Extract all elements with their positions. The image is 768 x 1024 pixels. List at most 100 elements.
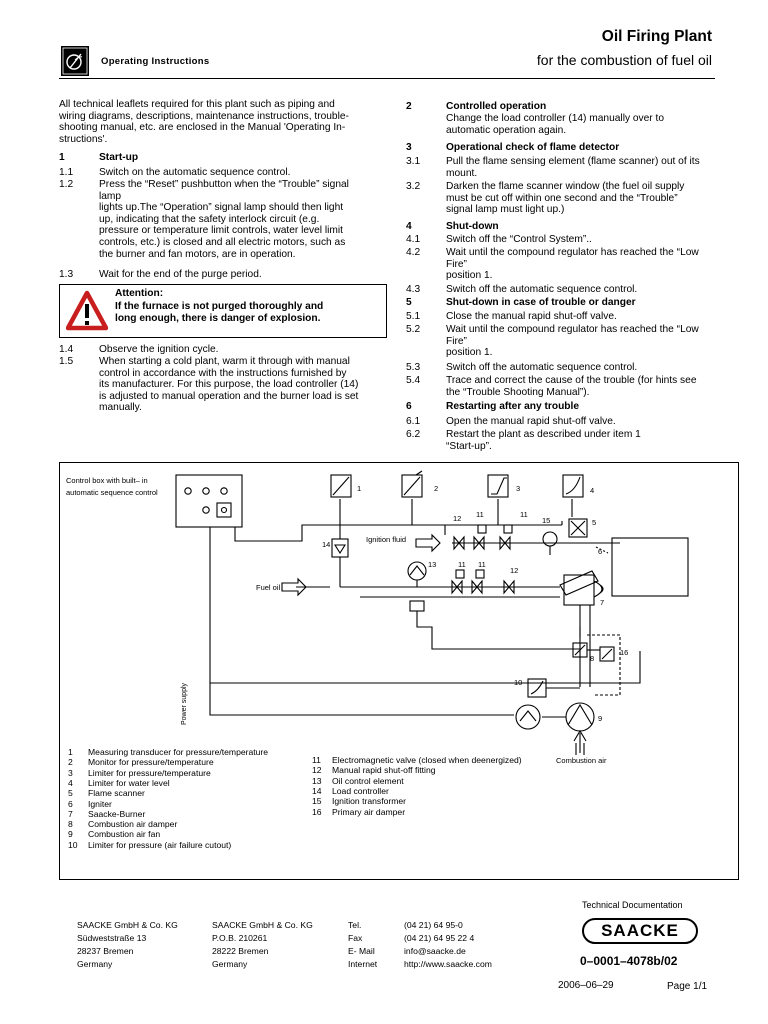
label-11: 11 (458, 560, 466, 569)
section-number: 4 (406, 221, 412, 232)
footer-line[interactable]: info@saacke.de (404, 946, 466, 956)
section-number: 2 (406, 101, 412, 112)
section-title: Shut-down in case of trouble or danger (446, 297, 636, 308)
item-number: 1.4 (59, 344, 74, 355)
item-line: signal lamp must light up.) (446, 204, 565, 216)
plant-schematic: Control box with built– in automatic seq… (66, 470, 689, 765)
label-2: 2 (434, 484, 438, 493)
label-13: 13 (428, 560, 436, 569)
warning-triangle-icon (65, 290, 109, 332)
intro-line: structions'. (59, 133, 108, 145)
attention-line: If the furnace is not purged thoroughly … (115, 301, 324, 312)
footer-line: Internet (348, 959, 378, 969)
item-line: Switch off the “Control System”.. (446, 234, 592, 245)
item-number: 3.1 (406, 156, 421, 167)
ignition-fluid-label: Ignition fluid (366, 535, 406, 544)
footer-line: SAACKE GmbH & Co. KG (212, 920, 313, 930)
label-11: 11 (476, 510, 484, 519)
label-15: 15 (542, 516, 550, 525)
item-line: up, indicating that the safety interlock… (99, 213, 320, 225)
item-line: Fire” (446, 335, 467, 347)
right-column: 2 Controlled operation Change the load c… (406, 101, 726, 453)
saacke-flame-logo-icon (61, 46, 89, 76)
item-line: its manufacturer. For this purpose, the … (99, 379, 359, 391)
attention-line: long enough, there is danger of explosio… (115, 313, 321, 324)
item-number: 5.3 (406, 362, 421, 373)
page-title: Oil Firing Plant (601, 28, 712, 45)
section-title: Start-up (99, 152, 139, 163)
item-line: position 1. (446, 270, 493, 282)
item-number: 3.2 (406, 181, 421, 192)
section-number: 1 (59, 152, 65, 163)
control-box-label: Control box with built– in (66, 476, 148, 485)
label-16: 16 (620, 648, 628, 657)
section-label: Operating Instructions (101, 56, 210, 67)
page-subtitle: for the combustion of fuel oil (536, 52, 712, 68)
saacke-logo-text: SAACKE (601, 921, 679, 940)
label-9: 9 (598, 714, 602, 723)
item-line: mount. (446, 167, 478, 179)
section-number: 5 (406, 297, 412, 308)
item-line: Switch off the automatic sequence contro… (446, 284, 638, 295)
combustion-air-label: Combustion air (556, 756, 607, 765)
section-number: 6 (406, 401, 412, 412)
item-line: Observe the ignition cycle. (99, 344, 219, 355)
label-12: 12 (453, 514, 461, 523)
item-number: 6.2 (406, 429, 421, 440)
document-date: 2006–06–29 (558, 980, 614, 991)
footer-line: 28222 Bremen (212, 946, 269, 956)
attention-box: Attention: If the furnace is not purged … (59, 284, 387, 338)
header-rule (59, 78, 715, 79)
footer-col-postal: SAACKE GmbH & Co. KG P.O.B. 210261 28222… (212, 919, 313, 971)
technical-documentation-label: Technical Documentation (582, 900, 683, 910)
item-line: Darken the flame scanner window (the fue… (446, 181, 685, 192)
item-line: manually. (99, 402, 142, 414)
item-line: is adjusted to manual operation and the … (99, 390, 359, 402)
intro-line: shooting manual, etc. are enclosed in th… (59, 122, 346, 134)
item-number: 4.3 (406, 284, 421, 295)
header: Operating Instructions Oil Firing Plant … (0, 0, 768, 90)
item-number: 5.2 (406, 324, 421, 335)
item-line: Pull the flame sensing element (flame sc… (446, 156, 700, 167)
item-line: Restart the plant as described under ite… (446, 429, 641, 440)
section-title: Shut-down (446, 221, 499, 232)
item-line: Open the manual rapid shut-off valve. (446, 416, 616, 427)
item-number: 4.2 (406, 247, 421, 258)
label-1: 1 (357, 484, 361, 493)
item-line: position 1. (446, 347, 493, 359)
item-line: lamp (99, 190, 122, 202)
item-number: 5.1 (406, 311, 421, 322)
label-4: 4 (590, 486, 594, 495)
footer-line: P.O.B. 210261 (212, 933, 268, 943)
item-line: Wait until the compound regulator has re… (446, 247, 699, 258)
section-title: Operational check of flame detector (446, 142, 620, 153)
label-12: 12 (510, 566, 518, 575)
item-line: automatic operation again. (446, 124, 567, 136)
footer-line[interactable]: http://www.saacke.com (404, 959, 492, 969)
power-supply-label: Power supply (181, 682, 188, 725)
item-number: 1.5 (59, 356, 74, 367)
item-number: 5.4 (406, 375, 421, 386)
label-11: 11 (478, 560, 486, 569)
footer-col-contact-values: (04 21) 64 95-0 (04 21) 64 95 22 4 info@… (404, 919, 492, 971)
item-number: 4.1 (406, 234, 421, 245)
footer-line: 28237 Bremen (77, 946, 134, 956)
intro-paragraph: All technical leaflets required for this… (59, 99, 394, 145)
section-title: Controlled operation (446, 101, 547, 112)
item-line: control in accordance with the instructi… (99, 367, 347, 379)
saacke-logo: SAACKE (582, 918, 698, 944)
footer-line: (04 21) 64 95-0 (404, 920, 463, 930)
footer-line: SAACKE GmbH & Co. KG (77, 920, 178, 930)
item-line: “Start-up”. (446, 440, 492, 452)
footer-line: Germany (212, 959, 248, 969)
footer-col-contact-labels: Tel. Fax E- Mail Internet (348, 919, 377, 971)
item-line: Fire” (446, 258, 467, 270)
item-line: controls, etc.) is closed and all electr… (99, 236, 346, 248)
item-number: 6.1 (406, 416, 421, 427)
document-number: 0–0001–4078b/02 (580, 954, 678, 968)
control-box-label: automatic sequence control (66, 488, 158, 497)
footer-line: Fax (348, 933, 363, 943)
page-number: Page 1/1 (667, 981, 708, 992)
footer-line: (04 21) 64 95 22 4 (404, 933, 475, 943)
